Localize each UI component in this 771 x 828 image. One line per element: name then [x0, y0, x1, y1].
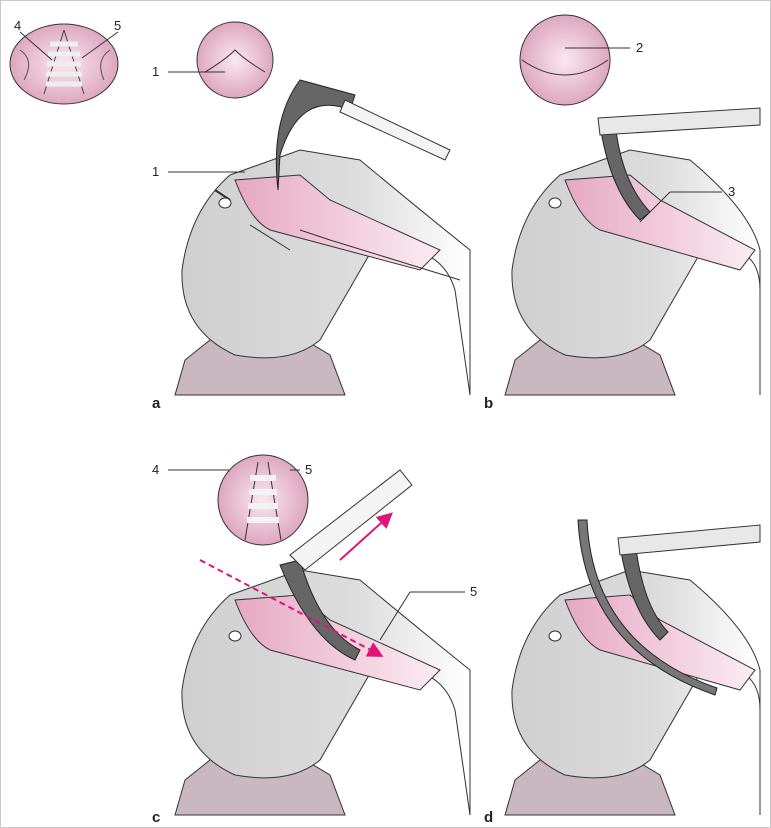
laryngoscope-handle	[290, 470, 412, 570]
panel-b-letter: b	[484, 395, 493, 412]
panel-d-letter: d	[484, 809, 493, 826]
hyoid	[219, 198, 231, 208]
hyoid	[549, 631, 561, 641]
panel-b: 2 3 b	[484, 15, 760, 412]
inset-epiglottis	[197, 22, 273, 98]
laryngoscope-handle	[340, 100, 450, 160]
panel-c-callout-4: 4	[152, 462, 159, 477]
panel-c: 4 5 5 c	[152, 455, 477, 826]
panel-c-letter: c	[152, 809, 160, 826]
topleft-callout-5: 5	[114, 18, 121, 33]
panel-a-callout-1-inset: 1	[152, 64, 159, 79]
panel-c-callout-5-inset: 5	[305, 462, 312, 477]
topleft-callout-4: 4	[14, 18, 21, 33]
panel-a: 1 1 a	[152, 22, 470, 412]
panel-a-callout-1: 1	[152, 164, 159, 179]
panel-b-callout-3: 3	[728, 184, 735, 199]
panel-d: d	[484, 520, 760, 826]
hyoid	[549, 198, 561, 208]
topleft-glottis-inset: 4 5	[10, 18, 121, 104]
hyoid	[229, 631, 241, 641]
inset-uvula	[520, 15, 610, 105]
laryngoscope-handle	[618, 525, 760, 555]
panel-a-letter: a	[152, 395, 161, 412]
panel-c-callout-5: 5	[470, 584, 477, 599]
inset-vocal-cords	[218, 455, 308, 545]
laryngoscope-handle	[598, 108, 760, 135]
panel-b-callout-2: 2	[636, 40, 643, 55]
